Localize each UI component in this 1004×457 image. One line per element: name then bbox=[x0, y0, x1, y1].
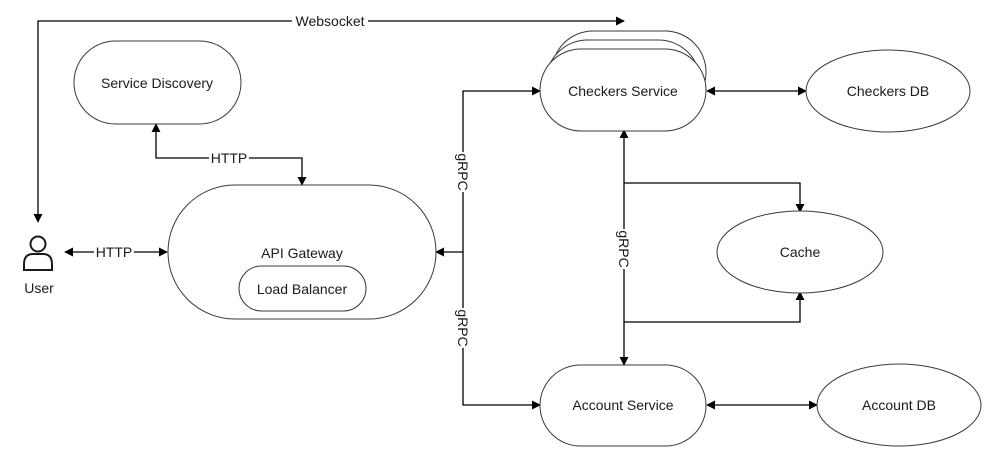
websocket-edge bbox=[33, 16, 625, 223]
account-service-label: Account Service bbox=[572, 397, 673, 413]
user-label: User bbox=[24, 280, 54, 296]
http-discovery-label: HTTP bbox=[211, 150, 248, 166]
checkers-cache-edge bbox=[624, 182, 805, 213]
account-cache-edge bbox=[624, 291, 805, 323]
cache-label: Cache bbox=[780, 244, 821, 260]
service-discovery-label: Service Discovery bbox=[101, 75, 213, 91]
checkers-db-node: Checkers DB bbox=[805, 49, 971, 133]
account-db-label: Account DB bbox=[862, 397, 936, 413]
service-discovery-node: Service Discovery bbox=[73, 40, 242, 125]
load-balancer-node bbox=[238, 265, 367, 312]
checkers-service-label: Checkers Service bbox=[568, 83, 678, 99]
grpc-gateway-checkers-edge bbox=[435, 86, 541, 257]
grpc-checkers-label: gRPC bbox=[455, 153, 471, 190]
checkers-service-node: Checkers Service bbox=[539, 30, 707, 132]
account-service-node: Account Service bbox=[539, 364, 707, 447]
websocket-label: Websocket bbox=[296, 13, 365, 29]
api-gateway-label: API Gateway bbox=[261, 245, 343, 261]
checkers-db-label: Checkers DB bbox=[847, 83, 929, 99]
load-balancer-label: Load Balancer bbox=[257, 281, 348, 297]
grpc-gateway-account-edge bbox=[462, 252, 541, 410]
user-icon bbox=[23, 235, 53, 271]
http-user-label: HTTP bbox=[96, 244, 133, 260]
grpc-account-label: gRPC bbox=[455, 309, 471, 346]
api-gateway-node: API Gateway Load Balancer bbox=[167, 184, 437, 320]
cache-node: Cache bbox=[716, 210, 884, 294]
grpc-services-label: gRPC bbox=[616, 230, 632, 267]
account-db-node: Account DB bbox=[816, 363, 982, 447]
